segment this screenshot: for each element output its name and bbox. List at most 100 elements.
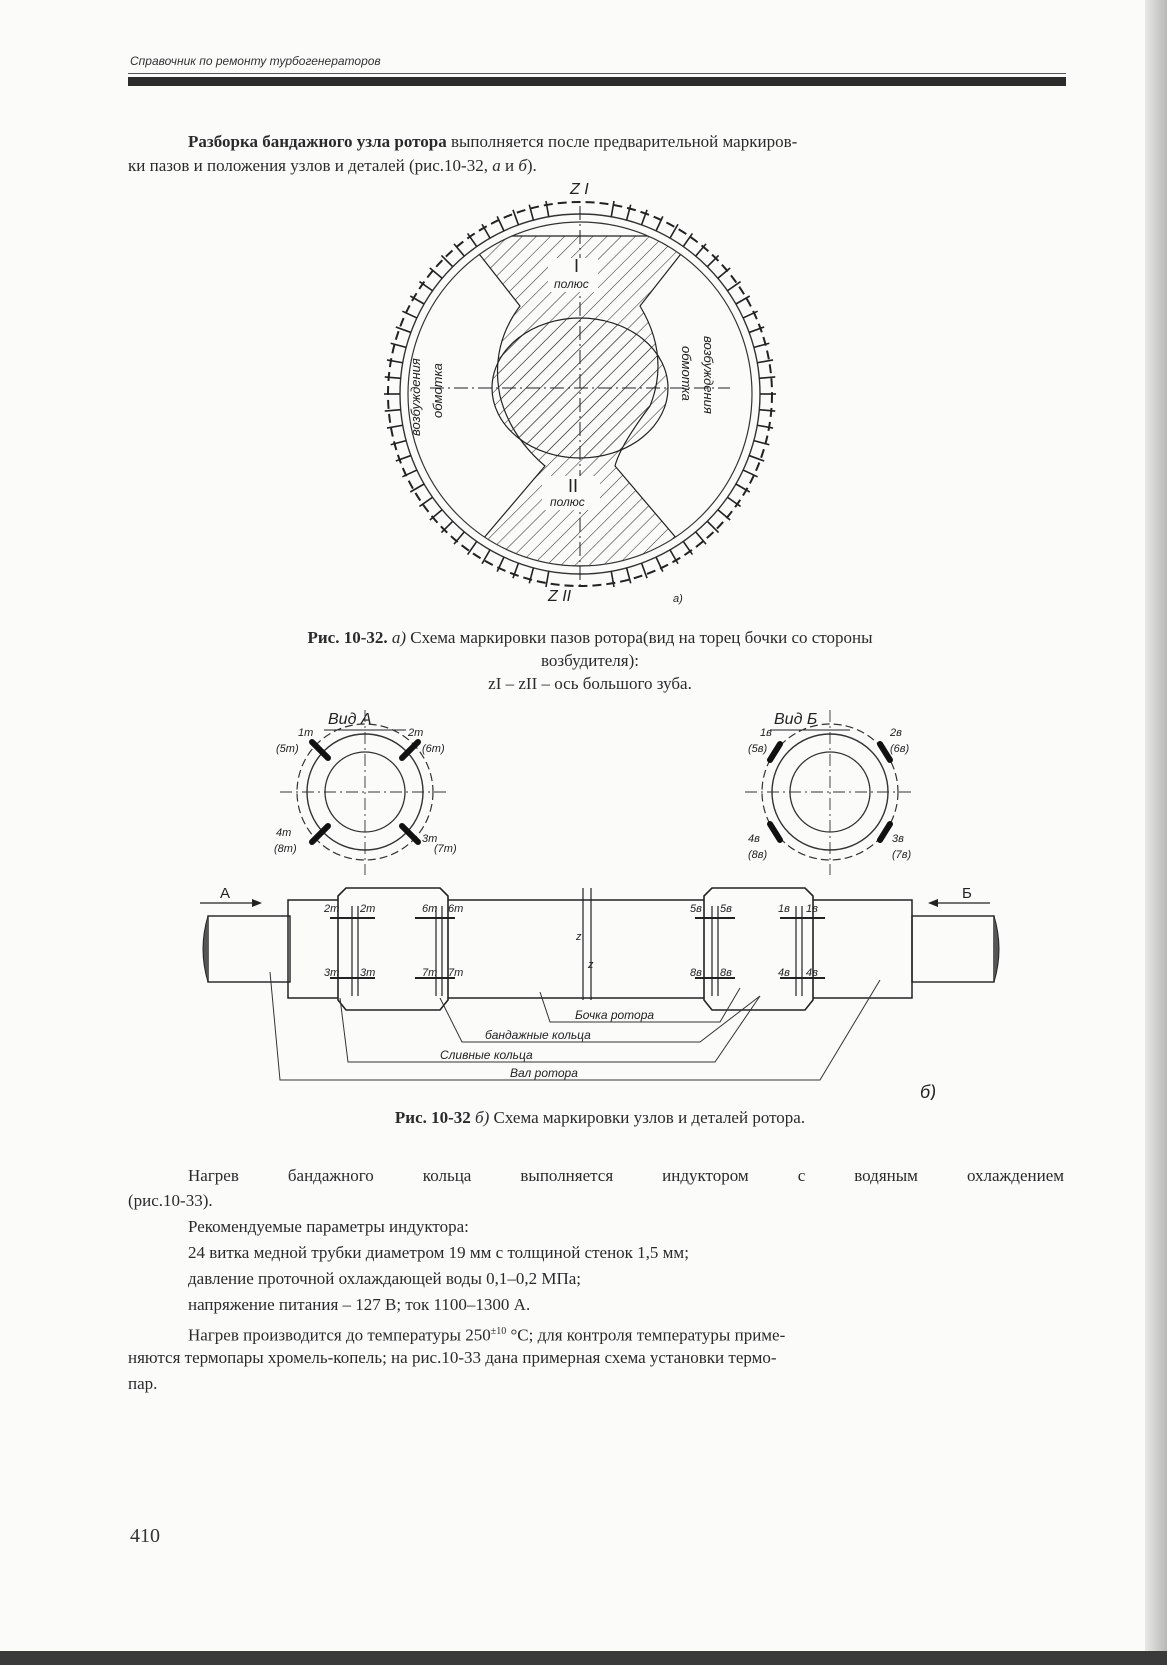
winding-left-1: обмотка xyxy=(430,363,445,418)
view-b-mark-6: (6в) xyxy=(890,743,910,755)
rotor-tooth xyxy=(655,556,664,572)
rotor-tooth xyxy=(757,424,774,429)
z-mark-top: z xyxy=(575,931,582,943)
rotor-tooth xyxy=(759,376,776,380)
axis-label-z2: Z II xyxy=(547,588,572,605)
pole-top-label: полюс xyxy=(554,277,589,291)
view-a-mark-8: (8т) xyxy=(274,843,297,855)
rotor-tooth xyxy=(610,200,615,217)
rotor-tooth xyxy=(706,254,720,268)
rotor-tooth xyxy=(669,549,679,565)
view-a-mark-2: 2т xyxy=(407,727,423,739)
arrow-b-label: Б xyxy=(962,885,972,902)
rotor-tooth xyxy=(655,216,664,232)
rotor-tooth xyxy=(610,571,615,588)
header-rule-thick xyxy=(128,77,1066,86)
body-p3: 24 витка медной трубки диаметром 19 мм с… xyxy=(188,1243,689,1262)
rotor-tooth xyxy=(395,454,412,462)
rotor-tooth xyxy=(528,567,535,584)
caption-a: Рис. 10-32. а) Схема маркировки пазов ро… xyxy=(180,626,1000,695)
intro-text-1: выполняется после предварительной маркир… xyxy=(446,132,798,151)
label-retaining-rings: бандажные кольца xyxy=(485,1028,591,1042)
body-p6-sup: ±10 xyxy=(490,1326,507,1337)
rotor-tooth xyxy=(669,223,679,239)
rotor-tooth xyxy=(466,540,478,556)
ring-mark-l8: 7т xyxy=(448,967,463,979)
pole-bottom-label: полюс xyxy=(550,495,585,509)
view-b-mark-2: 2в xyxy=(889,727,902,739)
body-p1-line2: (рис.10-33). xyxy=(128,1191,213,1210)
rotor-tooth xyxy=(384,408,401,412)
rotor-tooth xyxy=(481,549,491,565)
rotor-tooth xyxy=(695,243,707,257)
ring-mark-r5: 1в xyxy=(778,903,790,915)
ring-mark-l7: 7т xyxy=(422,967,437,979)
ring-mark-r3: 8в xyxy=(690,967,702,979)
rotor-tooth xyxy=(625,567,632,584)
rotor-tooth xyxy=(402,469,418,478)
rotor-tooth xyxy=(440,520,454,534)
rotor-tooth xyxy=(409,295,425,305)
header-rule-thin xyxy=(128,73,1066,74)
view-b-mark-8: (8в) xyxy=(748,849,768,861)
view-a-mark-1: 1т xyxy=(298,727,313,739)
intro-line-2: ки пазов и положения узлов и деталей (ри… xyxy=(128,154,537,177)
winding-right-1: обмотка xyxy=(679,346,694,401)
figure-b-rotor-parts-marking: Вид А 1т (5т) 2т (6т) 4т (8т) 3т (7т) Ви… xyxy=(200,710,1000,1100)
figure-b-sublabel: б) xyxy=(920,1082,936,1100)
axis-label-z1: Z I xyxy=(569,181,589,198)
rotor-tooth xyxy=(390,342,407,349)
view-b-mark-4: 4в xyxy=(748,833,760,845)
intro-ref-b: б xyxy=(518,156,527,175)
caption-b-sub: б) xyxy=(475,1108,490,1127)
body-p6-line1: Нагрев производится до температуры 250±1… xyxy=(188,1320,785,1347)
caption-a-text2: возбудителя): xyxy=(541,651,639,670)
view-b-mark-3: 3в xyxy=(892,833,904,845)
view-a-mark-7: (7т) xyxy=(434,843,457,855)
rotor-tooth xyxy=(748,454,765,462)
intro-bold-lead: Разборка бандажного узла ротора xyxy=(188,132,447,151)
body-p6-line3: пар. xyxy=(128,1374,158,1393)
rotor-tooth xyxy=(682,232,694,248)
body-p1-line1: Нагрев бандажного кольца выполняется инд… xyxy=(188,1166,1064,1185)
winding-right-2: возбуждения xyxy=(701,336,716,414)
label-barrel: Бочка ротора xyxy=(575,1008,654,1022)
rotor-tooth xyxy=(545,571,550,588)
view-b-mark-7: (7в) xyxy=(892,849,912,861)
winding-left-2: возбуждения xyxy=(408,358,423,436)
rotor-tooth xyxy=(512,562,520,579)
rotor-tooth xyxy=(735,483,751,493)
rotor-tooth xyxy=(726,280,742,292)
ring-mark-r2: 5в xyxy=(720,903,732,915)
arrow-a-label: А xyxy=(220,885,230,902)
view-a-outer xyxy=(296,723,434,861)
view-b-outer xyxy=(761,723,899,861)
rotor-tooth xyxy=(402,310,418,319)
rotor-tooth xyxy=(706,520,720,534)
rotor-tooth xyxy=(418,280,434,292)
body-p4: давление проточной охлаждающей воды 0,1–… xyxy=(188,1269,582,1288)
pole-bottom-number: II xyxy=(568,476,578,496)
caption-a-text3: zI – zII – ось большого зуба. xyxy=(488,674,692,693)
rotor-tooth xyxy=(545,200,550,217)
scan-bottom-edge xyxy=(0,1651,1167,1665)
running-title: Справочник по ремонту турбогенераторов xyxy=(130,54,381,68)
rotor-shaft-left xyxy=(207,915,291,983)
ring-mark-l5: 6т xyxy=(422,903,437,915)
rotor-tooth xyxy=(429,509,443,521)
ring-mark-r1: 5в xyxy=(690,903,702,915)
rotor-tooth xyxy=(481,223,491,239)
rotor-tooth xyxy=(418,496,434,508)
intro-text-2: ки пазов и положения узлов и деталей (ри… xyxy=(128,156,493,175)
rotor-tooth xyxy=(753,439,770,446)
rotor-tooth xyxy=(726,496,742,508)
ring-mark-r8: 4в xyxy=(806,967,818,979)
rotor-tooth xyxy=(717,509,731,521)
intro-ref-a: а xyxy=(492,156,501,175)
body-p6-line2: няются термопары хромель-копель; на рис.… xyxy=(128,1348,777,1367)
rotor-tooth xyxy=(453,243,465,257)
rotor-tooth xyxy=(742,469,758,478)
ring-mark-r4: 8в xyxy=(720,967,732,979)
label-drain-rings: Сливные кольца xyxy=(440,1048,533,1062)
